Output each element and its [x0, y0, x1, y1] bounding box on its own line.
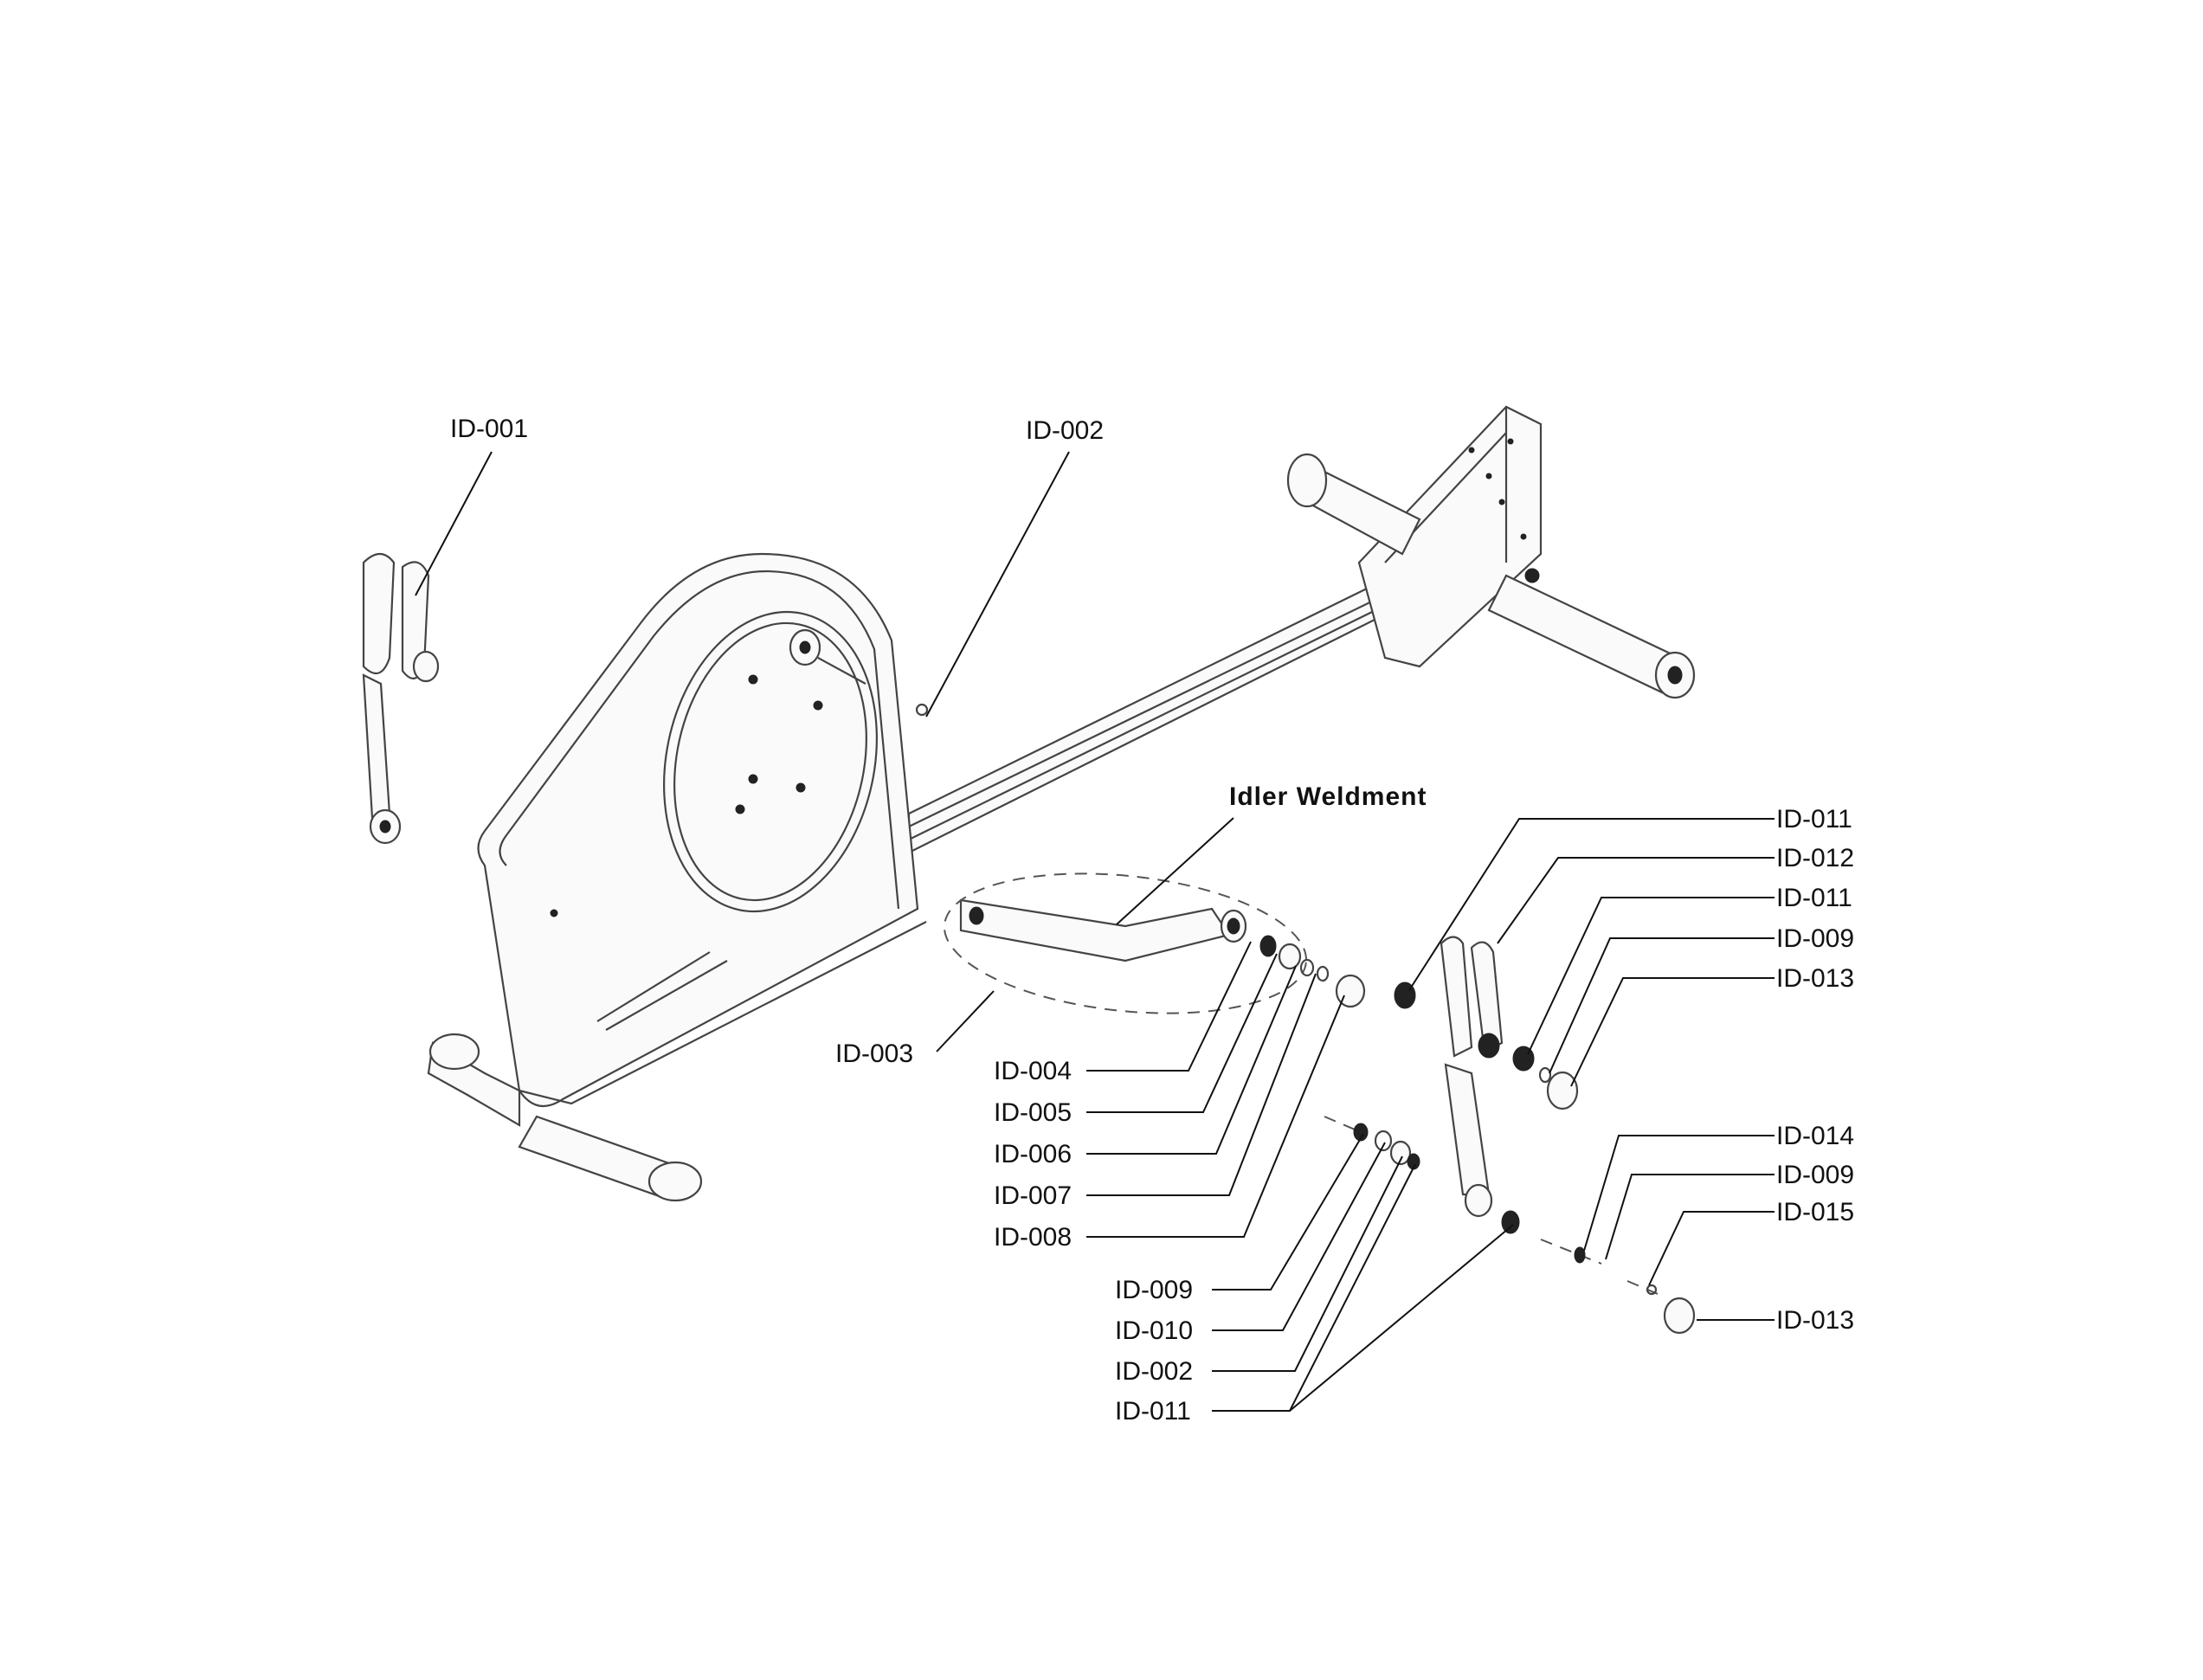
callout-id-013-right-1: ID-013: [1776, 964, 1854, 993]
callout-id-013-right-2: ID-013: [1776, 1306, 1854, 1335]
callout-id-001: ID-001: [450, 415, 528, 443]
rower-drawing: [362, 405, 1696, 1335]
callout-id-008: ID-008: [994, 1223, 1072, 1252]
callout-id-009-right-2: ID-009: [1776, 1161, 1854, 1189]
callout-labels: ID-001 ID-002 Idler Weldment ID-003 ID-0…: [450, 415, 1854, 1426]
idler-hardware: [1259, 935, 1366, 1008]
callout-id-011-right-1: ID-011: [1776, 805, 1852, 834]
callout-id-002-low: ID-002: [1115, 1357, 1193, 1386]
callout-id-009-left: ID-009: [1115, 1276, 1193, 1304]
callout-id-015: ID-015: [1776, 1198, 1854, 1226]
callout-id-002-top: ID-002: [1026, 416, 1104, 445]
callout-id-006: ID-006: [994, 1140, 1072, 1168]
callout-id-004: ID-004: [994, 1057, 1072, 1085]
callout-id-011-right-2: ID-011: [1776, 884, 1852, 912]
idler-weldment-label: Idler Weldment: [1229, 782, 1427, 811]
callout-id-005: ID-005: [994, 1098, 1072, 1127]
handle-bracket-part: [362, 552, 440, 845]
callout-id-010: ID-010: [1115, 1316, 1193, 1345]
callout-id-009-right-1: ID-009: [1776, 924, 1854, 953]
lower-hardware: [1324, 1116, 1696, 1335]
callout-id-007: ID-007: [994, 1181, 1072, 1210]
callout-id-012: ID-012: [1776, 844, 1854, 872]
rear-frame: [1286, 405, 1696, 699]
idler-weldment: [943, 872, 1308, 1014]
callout-id-011-low: ID-011: [1115, 1397, 1191, 1426]
flywheel-housing: [477, 552, 929, 1108]
leader-lines: [415, 451, 1775, 1412]
callout-id-003: ID-003: [835, 1040, 913, 1068]
callout-id-014: ID-014: [1776, 1122, 1854, 1150]
front-stabilizer: [427, 1033, 703, 1202]
pedal-arm-part: [1394, 936, 1579, 1218]
